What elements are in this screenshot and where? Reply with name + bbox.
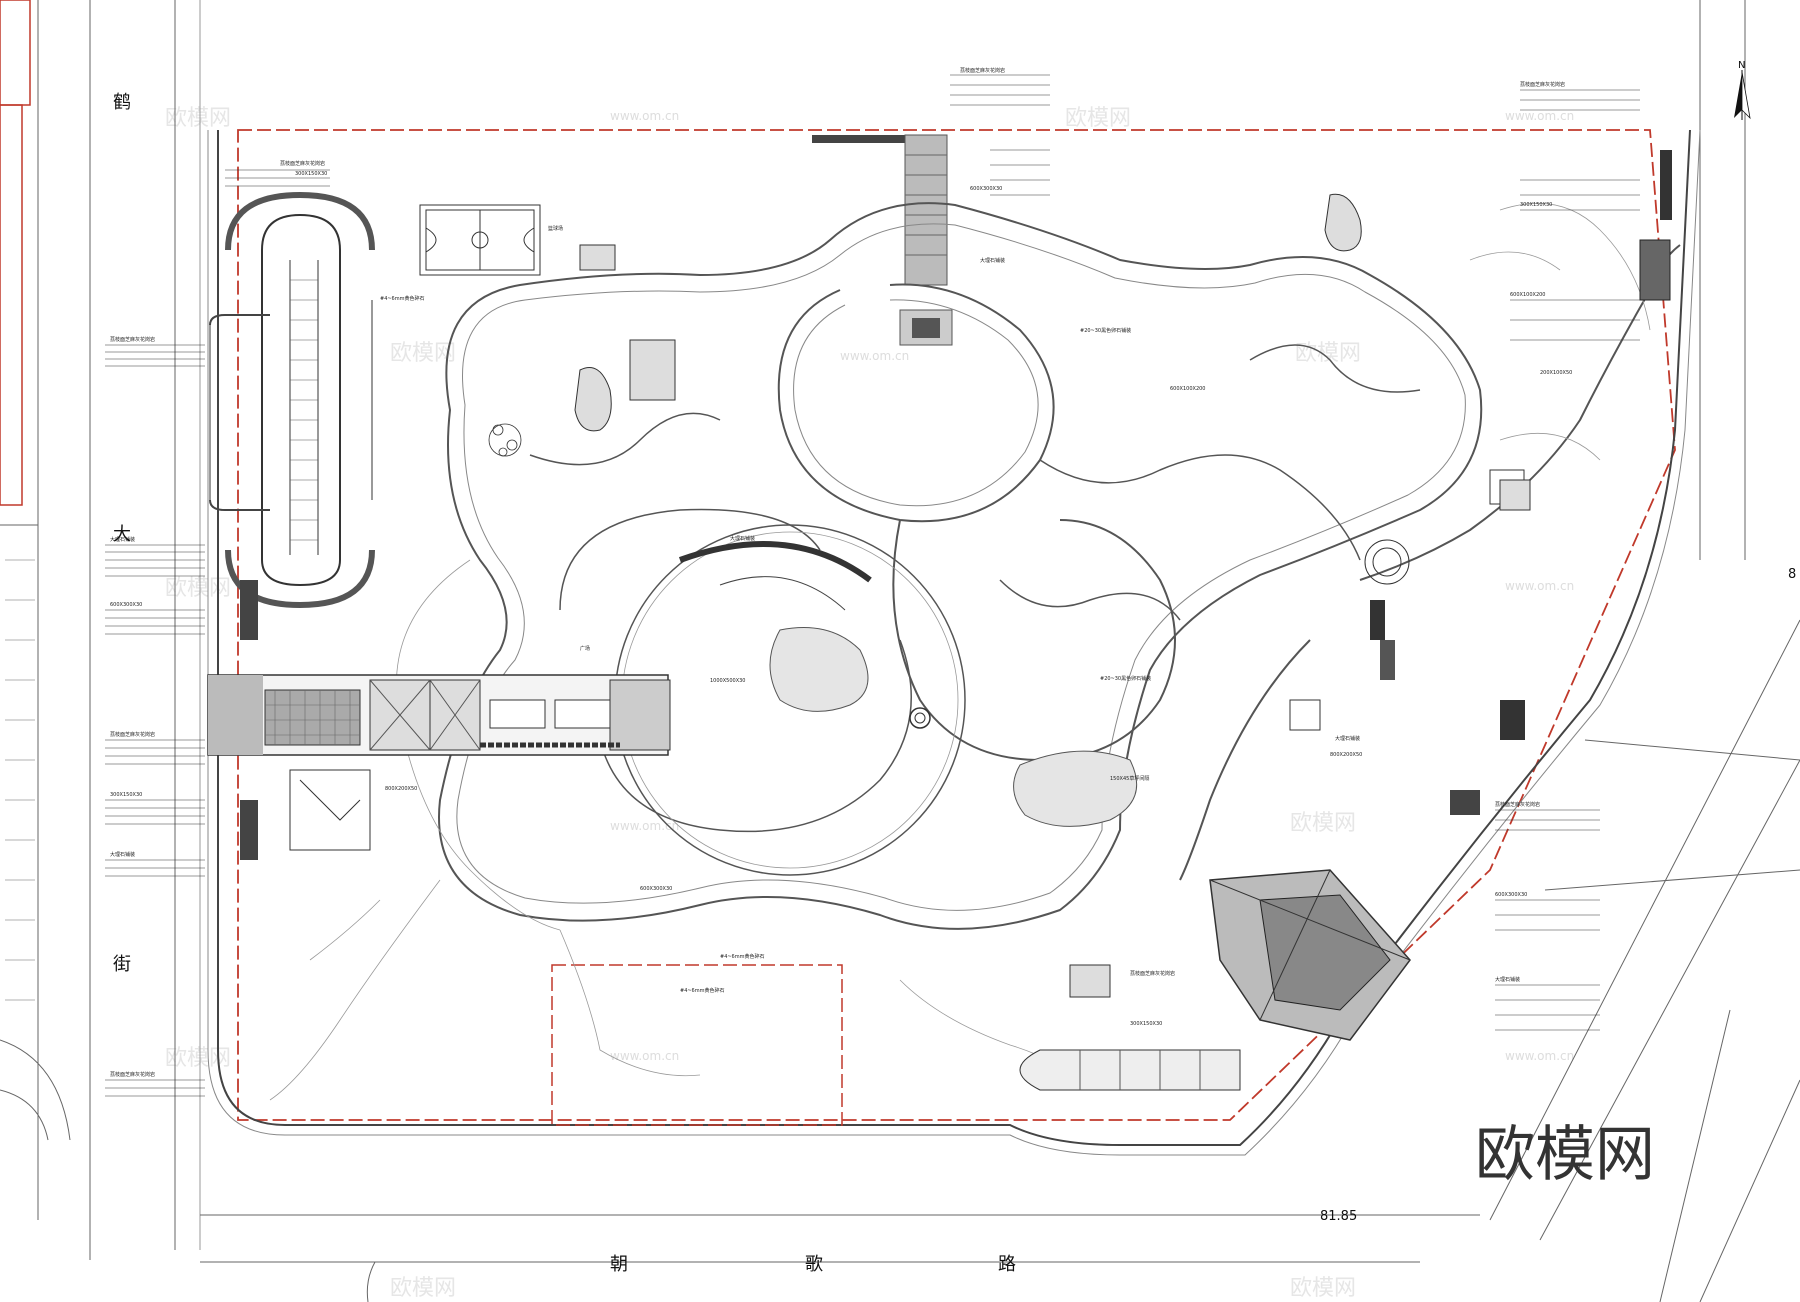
label-size: 600X300X30 (110, 602, 142, 608)
watermark-url: www.om.cn (840, 349, 909, 363)
east-road (1489, 0, 1800, 1302)
watermarks: 欧模网 www.om.cn 欧模网 www.om.cn 欧模网 欧模网 www.… (165, 106, 1574, 1301)
watermark: 欧模网 (165, 576, 231, 601)
label-size: 600X300X30 (970, 186, 1002, 192)
west-parking-strip (5, 559, 35, 1001)
south-road (200, 1214, 1480, 1302)
north-arrow: N (1734, 60, 1751, 120)
label-gravel: #4~6mm黄色碎石 (380, 295, 424, 302)
label-grass: 150X45草坪间隔 (1110, 775, 1149, 782)
main-paths (438, 202, 1681, 930)
watermark-url: www.om.cn (610, 109, 679, 123)
label-granite: 荔枝面芝麻灰花岗岩 (960, 67, 1005, 74)
axis-grid (265, 690, 360, 745)
road-char: 大 (113, 524, 131, 545)
sw-terrace (289, 769, 371, 851)
label-gravel: #4~6mm黄色碎石 (680, 987, 724, 994)
west-red-strip (0, 104, 23, 506)
label-pebbles: #20~30黑色卵石铺装 (1100, 675, 1151, 682)
road-char: 鹤 (113, 92, 131, 113)
ne-building (1639, 150, 1672, 301)
watermark-url: www.om.cn (1505, 109, 1574, 123)
pebble-beds (769, 627, 1138, 827)
watermark: 欧模网 (1065, 106, 1131, 131)
watermark: 欧模网 (1290, 1276, 1356, 1301)
basketball-court (419, 204, 541, 276)
label-gravel: #4~6mm黄色碎石 (720, 953, 764, 960)
watermark: 欧模网 (1290, 811, 1356, 836)
west-road (0, 0, 201, 1260)
label-stone: 大理石铺装 (1335, 735, 1360, 742)
main-axis (207, 580, 671, 860)
playground (488, 423, 522, 457)
watermark-url: www.om.cn (610, 1049, 679, 1063)
label-granite: 荔枝面芝麻灰花岗岩 (110, 731, 155, 738)
label-stone: 大理石铺装 (730, 535, 755, 542)
label-size: 600X100X200 (1510, 292, 1545, 298)
parking-stalls (290, 279, 318, 541)
label-size: 800X200X50 (1330, 752, 1362, 758)
leader-lines (105, 74, 1640, 1097)
label-size: 600X300X30 (1495, 892, 1527, 898)
label-size: 300X150X30 (110, 792, 142, 798)
label-size: 800X200X50 (385, 786, 417, 792)
reserved-zone (551, 964, 843, 1126)
watermark-url: www.om.cn (1505, 579, 1574, 593)
road-char: 路 (998, 1254, 1016, 1275)
watermark: 欧模网 (390, 341, 456, 366)
court-label: 篮球场 (548, 225, 563, 232)
label-stone: 大理石铺装 (1495, 976, 1520, 983)
pavilions (574, 193, 1531, 998)
north-entrance (812, 134, 953, 346)
watermark: 欧模网 (390, 1276, 456, 1301)
watermark-url: www.om.cn (610, 819, 679, 833)
label-granite: 荔枝面芝麻灰花岗岩 (280, 160, 325, 167)
perimeter-edge (207, 129, 1701, 1156)
label-size: 300X150X30 (1130, 1021, 1162, 1027)
label-stone: 大理石铺装 (110, 851, 135, 858)
watermark: 欧模网 (165, 1046, 231, 1071)
secondary-paths (269, 202, 1651, 1101)
label-size: 200X100X50 (1540, 370, 1572, 376)
label-size: 300X150X30 (1520, 202, 1552, 208)
brand-logo: 欧模网 (1475, 1120, 1655, 1190)
label-granite: 荔枝面芝麻灰花岗岩 (1520, 81, 1565, 88)
elevation-mark: 81.85 (1320, 1209, 1357, 1224)
label-stone: 大理石铺装 (110, 536, 135, 543)
site-boundary (237, 129, 1676, 1121)
southeast-plaza (1019, 600, 1525, 1091)
west-outer-stalls (209, 314, 270, 511)
label-granite: 荔枝面芝麻灰花岗岩 (110, 1071, 155, 1078)
north-label: N (1738, 60, 1745, 71)
label-size: 600X100X200 (1170, 386, 1205, 392)
label-stone: 大理石铺装 (980, 257, 1005, 264)
label-plaza: 广场 (580, 645, 590, 652)
nw-red-corner (0, 0, 31, 106)
label-size: 600X300X30 (640, 886, 672, 892)
label-pebbles: #20~30黑色卵石铺装 (1080, 327, 1131, 334)
watermark-url: www.om.cn (1505, 1049, 1574, 1063)
label-size: 300X150X30 (295, 171, 327, 177)
road-char: 朝 (610, 1254, 628, 1275)
road-char: 歌 (805, 1254, 823, 1275)
label-granite: 荔枝面芝麻灰花岗岩 (1130, 970, 1175, 977)
west-parking-loop (209, 191, 375, 609)
label-size: 1000X500X30 (710, 678, 745, 684)
road-char: 街 (113, 954, 131, 975)
watermark: 欧模网 (1295, 341, 1361, 366)
label-granite: 荔枝面芝麻灰花岗岩 (110, 336, 155, 343)
watermark: 欧模网 (165, 106, 231, 131)
edge-mark: 8 (1788, 567, 1796, 582)
label-granite: 荔枝面芝麻灰花岗岩 (1495, 801, 1540, 808)
